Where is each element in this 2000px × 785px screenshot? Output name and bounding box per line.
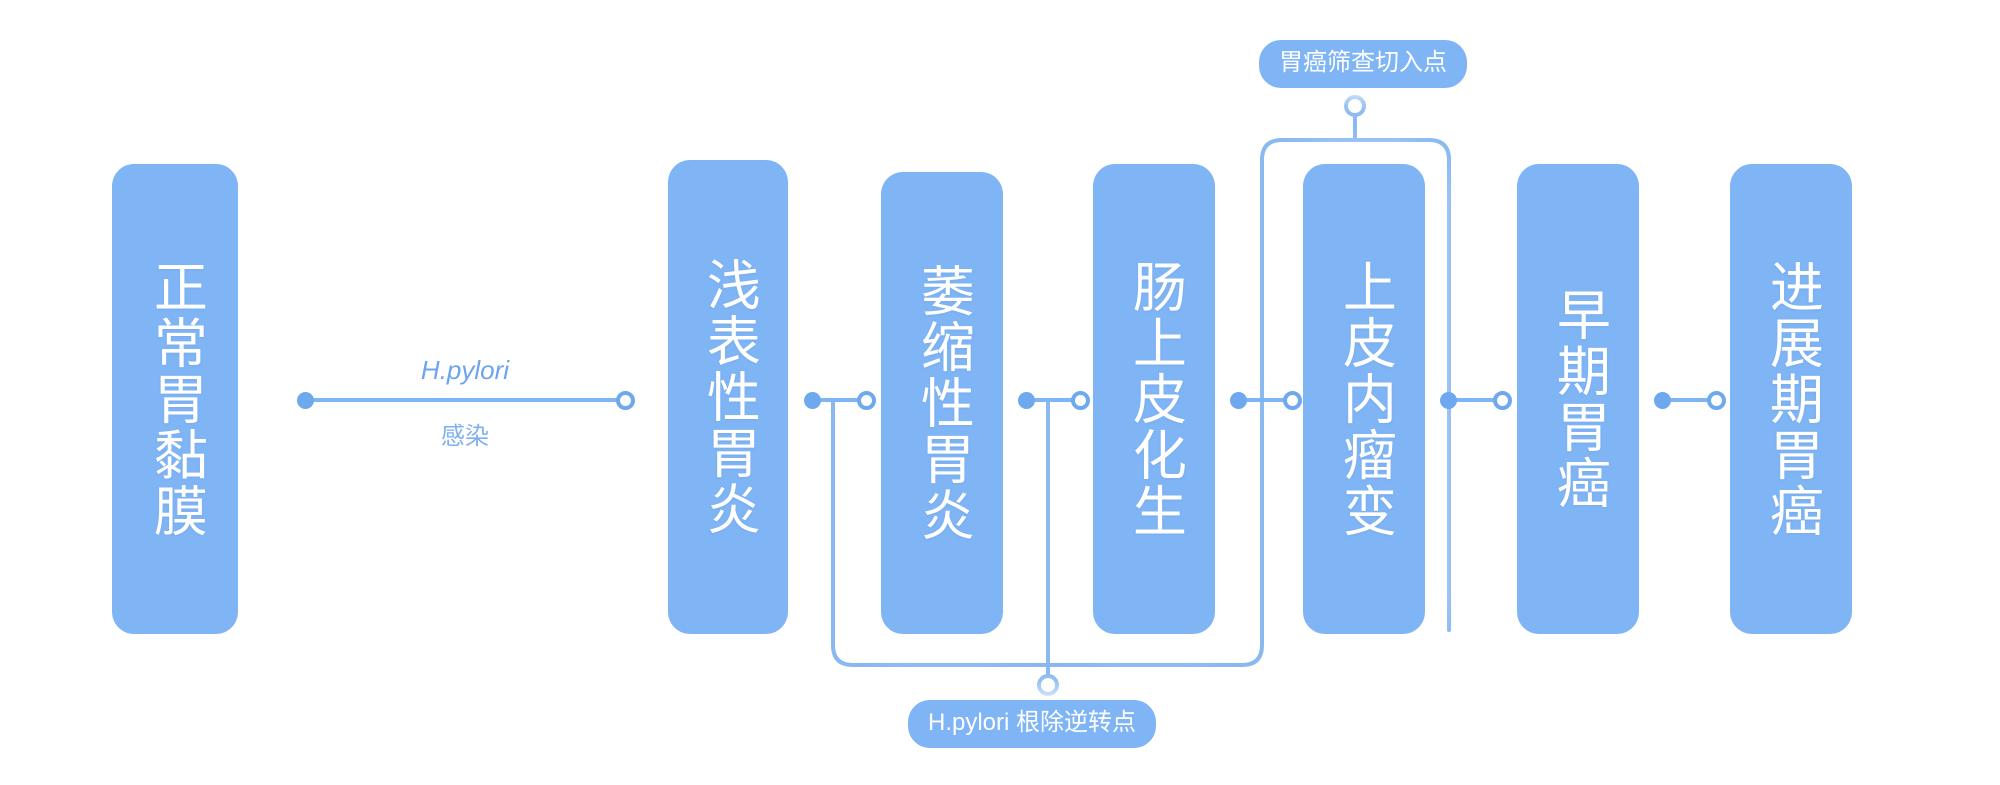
stage-label: 萎缩性胃炎 [912, 263, 973, 543]
stage-node-atrophic-gastritis[interactable]: 萎缩性胃炎 [881, 172, 1003, 634]
connector-target-circle [1707, 390, 1726, 410]
stage-label: 早期胃癌 [1548, 287, 1609, 511]
annotation-badge-screening-entry-point[interactable]: 胃癌筛查切入点 [1259, 40, 1467, 88]
connector-line [305, 398, 625, 402]
connector-line [812, 398, 866, 402]
connector-target-circle [1493, 390, 1512, 410]
connector-source-dot [297, 391, 314, 409]
connector-source-dot [1440, 391, 1457, 409]
stage-node-early-gastric-cancer[interactable]: 早期胃癌 [1517, 164, 1639, 634]
stage-node-intestinal-metaplasia[interactable]: 肠上皮化生 [1093, 164, 1215, 634]
annotation-label: 胃癌筛查切入点 [1279, 49, 1447, 76]
stage-node-normal-mucosa[interactable]: 正常胃黏膜 [112, 164, 238, 634]
stage-label: 浅表性胃炎 [698, 257, 759, 537]
connector-source-dot [1230, 391, 1247, 409]
connector-line [1448, 398, 1502, 402]
stage-label: 正常胃黏膜 [145, 259, 206, 539]
connector-target-circle [1071, 390, 1090, 410]
stage-label: 上皮内瘤变 [1334, 259, 1395, 539]
connector-target-circle [1283, 390, 1302, 410]
connector-target-circle [857, 390, 876, 410]
stage-label: 肠上皮化生 [1124, 259, 1185, 539]
stage-node-advanced-gastric-cancer[interactable]: 进展期胃癌 [1730, 164, 1852, 634]
connector-source-dot [1018, 391, 1035, 409]
connector-label-bottom: 感染 [441, 423, 489, 450]
stage-node-intraepithelial-neoplasia[interactable]: 上皮内瘤变 [1303, 164, 1425, 634]
connector-line [1238, 398, 1292, 402]
stage-node-superficial-gastritis[interactable]: 浅表性胃炎 [668, 160, 788, 634]
annotation-badge-hp-eradication-reversal-point[interactable]: H.pylori 根除逆转点 [908, 700, 1157, 748]
connector-source-dot [804, 391, 821, 409]
connector-target-circle [616, 390, 635, 410]
connector-label-top: H.pylori [420, 355, 510, 385]
stage-label: 进展期胃癌 [1761, 259, 1822, 539]
connector-line [1662, 398, 1716, 402]
annotation-label: H.pylori 根除逆转点 [928, 709, 1137, 736]
connector-line [1026, 398, 1080, 402]
connector-source-dot [1654, 391, 1671, 409]
